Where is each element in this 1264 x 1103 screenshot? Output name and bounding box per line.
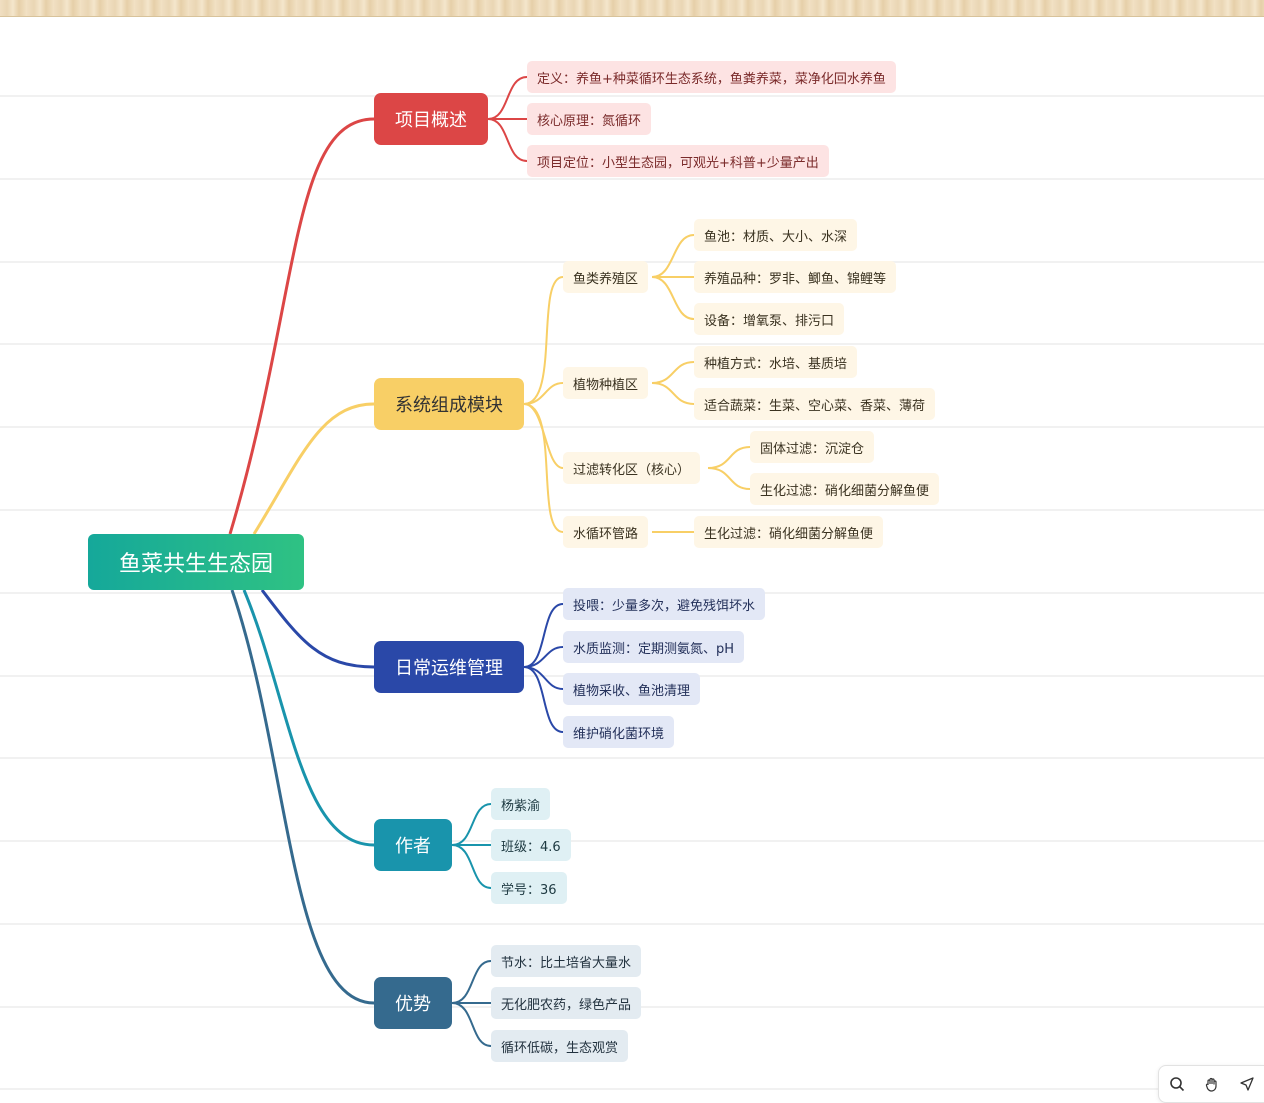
- leaf-topic[interactable]: 项目定位：小型生态园，可观光+科普+少量产出: [527, 145, 829, 177]
- branch-daily-maintenance[interactable]: 日常运维管理: [374, 641, 524, 693]
- background-rule: [0, 923, 1264, 925]
- subtopic-filter-area[interactable]: 过滤转化区（核心）: [563, 452, 701, 484]
- background-rule: [0, 178, 1264, 180]
- leaf-topic[interactable]: 班级：4.6: [491, 829, 571, 861]
- branch-system-modules[interactable]: 系统组成模块: [374, 378, 524, 430]
- leaf-topic[interactable]: 循环低碳，生态观赏: [491, 1030, 629, 1062]
- leaf-topic[interactable]: 鱼池：材质、大小、水深: [694, 219, 858, 251]
- leaf-topic[interactable]: 植物采收、鱼池清理: [563, 673, 701, 705]
- search-icon[interactable]: [1164, 1071, 1190, 1097]
- background-rule: [0, 1088, 1264, 1090]
- leaf-topic[interactable]: 无化肥农药，绿色产品: [491, 987, 642, 1019]
- leaf-topic[interactable]: 适合蔬菜：生菜、空心菜、香菜、薄荷: [694, 388, 936, 420]
- leaf-topic[interactable]: 设备：增氧泵、排污口: [694, 303, 845, 335]
- background-rule: [0, 757, 1264, 759]
- branch-author[interactable]: 作者: [374, 819, 452, 871]
- leaf-topic[interactable]: 节水：比土培省大量水: [491, 945, 642, 977]
- leaf-topic[interactable]: 水质监测：定期测氨氮、pH: [563, 631, 745, 663]
- background-rule: [0, 509, 1264, 511]
- subtopic-fish-area[interactable]: 鱼类养殖区: [563, 261, 649, 293]
- leaf-topic[interactable]: 投喂：少量多次，避免残饵坏水: [563, 588, 766, 620]
- leaf-topic[interactable]: 维护硝化菌环境: [563, 716, 675, 748]
- root-topic[interactable]: 鱼菜共生生态园: [88, 534, 304, 590]
- leaf-topic[interactable]: 养殖品种：罗非、鲫鱼、锦鲤等: [694, 261, 897, 293]
- background-rule: [0, 840, 1264, 842]
- leaf-topic[interactable]: 核心原理：氮循环: [527, 103, 652, 135]
- send-icon[interactable]: [1234, 1071, 1260, 1097]
- leaf-topic[interactable]: 种植方式：水培、基质培: [694, 346, 858, 378]
- leaf-topic[interactable]: 固体过滤：沉淀仓: [750, 431, 875, 463]
- canvas-toolbar: [1158, 1065, 1264, 1103]
- leaf-topic[interactable]: 杨紫渝: [491, 788, 551, 820]
- subtopic-plant-area[interactable]: 植物种植区: [563, 367, 649, 399]
- background-rule: [0, 426, 1264, 428]
- leaf-topic[interactable]: 定义：养鱼+种菜循环生态系统，鱼粪养菜，菜净化回水养鱼: [527, 61, 896, 93]
- leaf-topic[interactable]: 生化过滤：硝化细菌分解鱼便: [750, 473, 940, 505]
- leaf-topic[interactable]: 生化过滤：硝化细菌分解鱼便: [694, 516, 884, 548]
- background-rule: [0, 95, 1264, 97]
- subtopic-water-pipe[interactable]: 水循环管路: [563, 516, 649, 548]
- top-wood-border: [0, 0, 1264, 17]
- background-rule: [0, 343, 1264, 345]
- branch-project-overview[interactable]: 项目概述: [374, 93, 488, 145]
- branch-advantages[interactable]: 优势: [374, 977, 452, 1029]
- hand-icon[interactable]: [1199, 1071, 1225, 1097]
- leaf-topic[interactable]: 学号：36: [491, 872, 567, 904]
